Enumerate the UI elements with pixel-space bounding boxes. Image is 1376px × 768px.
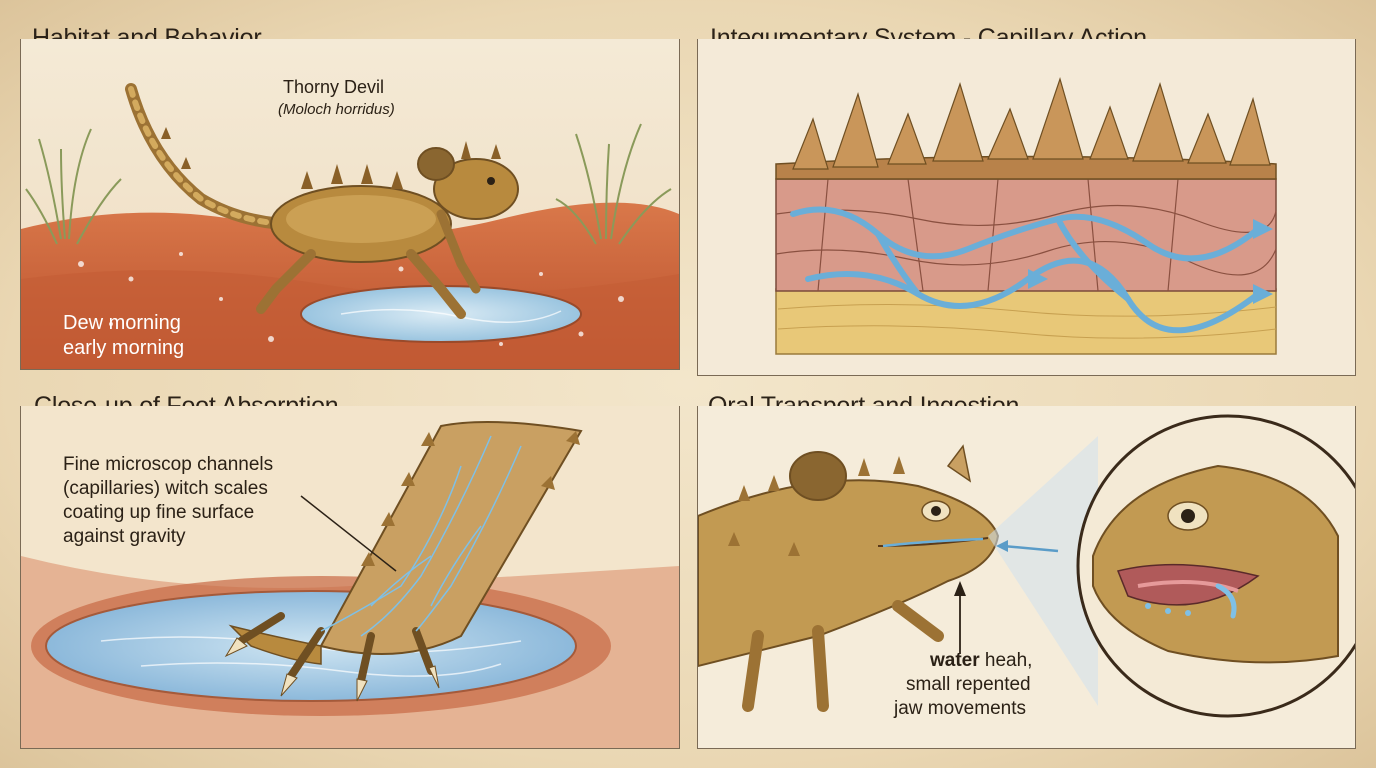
- zoom-cone: [988, 436, 1098, 706]
- oral-note-line2: small repented: [906, 674, 1031, 695]
- foot-panel: Fine microscop channels (capillaries) wi…: [20, 406, 680, 749]
- dew-caption-line1: Dew morning: [63, 312, 181, 334]
- scientific-name-label: (Moloch horridus): [278, 101, 395, 118]
- lizard-foot-icon: [224, 421, 583, 702]
- skin-cross-section: [775, 76, 1277, 355]
- foot-note-line4: against gravity: [63, 526, 186, 547]
- foot-note-line3: coating up fine surface: [63, 502, 255, 523]
- integumentary-panel: [697, 39, 1356, 376]
- oral-note-bold: water: [930, 650, 980, 671]
- skin-spines: [792, 76, 1271, 170]
- capillary-network: [320, 435, 522, 637]
- oral-note-line3: jaw movements: [894, 698, 1026, 719]
- callout-leader-line: [300, 495, 397, 572]
- foot-note-line2: (capillaries) witch scales: [63, 478, 268, 499]
- flow-arrow-icon: [1028, 219, 1273, 304]
- water-flow-arrow: [1002, 544, 1059, 553]
- lizard-head-icon: [698, 444, 1000, 712]
- dew-caption-line2: early morning: [63, 337, 185, 359]
- oral-note-line1: water heah,: [930, 650, 1032, 672]
- dew-drops: [78, 252, 624, 346]
- foot-closeup-scene: [21, 421, 679, 748]
- habitat-panel: Thorny Devil (Moloch horridus) Dew morni…: [20, 39, 680, 370]
- habitat-scene: [21, 39, 679, 369]
- oral-panel: water heah, small repented jaw movements: [697, 406, 1356, 749]
- foot-note-line1: Fine microscop channels: [63, 454, 274, 475]
- oral-transport-scene: [698, 414, 1355, 718]
- grass-right-icon: [555, 123, 672, 245]
- oral-note-rest: heah,: [979, 650, 1033, 671]
- grass-left-icon: [25, 128, 122, 245]
- magnified-mouth-icon: [1092, 464, 1339, 664]
- common-name-label: Thorny Devil: [283, 77, 385, 97]
- thorny-devil-icon: [125, 83, 519, 319]
